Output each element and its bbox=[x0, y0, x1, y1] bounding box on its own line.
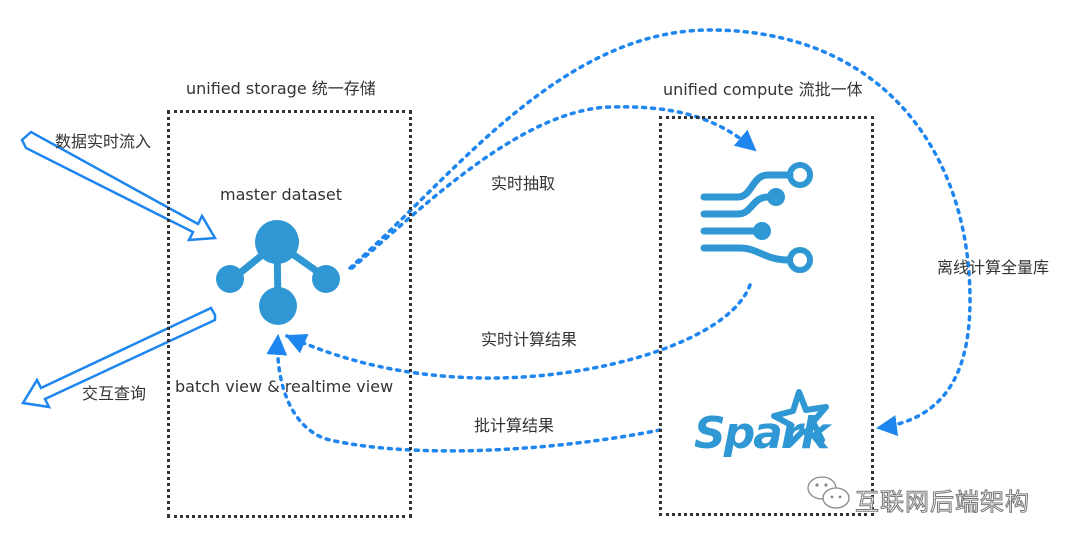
offline-full-edge bbox=[348, 28, 972, 436]
view-label: batch view & realtime view bbox=[175, 377, 394, 396]
realtime-extract-label: 实时抽取 bbox=[491, 174, 556, 193]
master-dataset-label: master dataset bbox=[220, 185, 342, 204]
storage-title: unified storage 统一存储 bbox=[186, 79, 376, 98]
realtime-result-edge bbox=[285, 283, 752, 380]
query-label: 交互查询 bbox=[82, 384, 147, 403]
stream-circuit-icon bbox=[700, 162, 813, 273]
unified-storage-box bbox=[167, 110, 412, 518]
spark-logo-text: Spark bbox=[694, 408, 830, 459]
hierarchy-nodes-icon bbox=[216, 220, 340, 325]
compute-title: unified compute 流批一体 bbox=[663, 80, 863, 99]
offline-full-label: 离线计算全量库 bbox=[937, 258, 1050, 277]
realtime-extract-edge bbox=[350, 105, 757, 270]
spark-star-icon bbox=[771, 389, 829, 448]
batch-result-label: 批计算结果 bbox=[474, 416, 555, 435]
ingest-arrow bbox=[20, 130, 218, 242]
ingest-label: 数据实时流入 bbox=[55, 132, 152, 151]
unified-compute-box bbox=[659, 116, 874, 516]
realtime-result-label: 实时计算结果 bbox=[481, 330, 578, 349]
batch-result-edge bbox=[266, 333, 662, 453]
watermark-text: 互联网后端架构 bbox=[855, 488, 1030, 517]
